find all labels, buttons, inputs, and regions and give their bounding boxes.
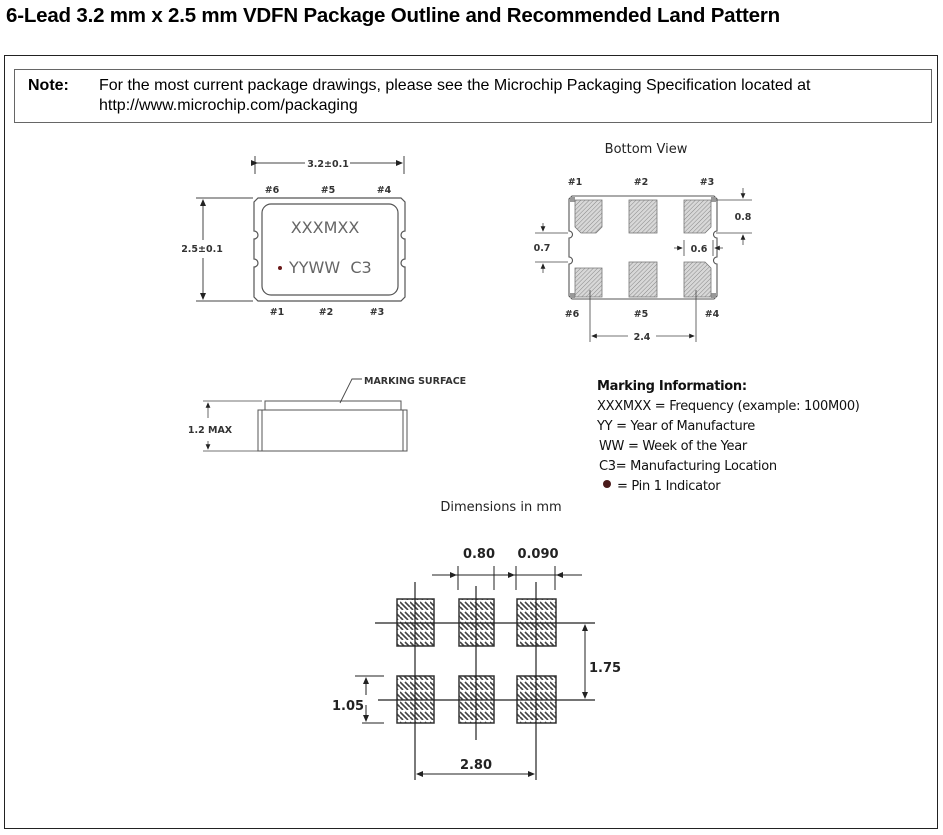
top-height-dim: 2.5±0.1: [181, 244, 223, 255]
top-pin-5: #5: [321, 185, 336, 196]
marking-line-2: YYWW C3: [288, 258, 372, 277]
marking-info-line: YY = Year of Manufacture: [597, 419, 755, 434]
pad-3: [683, 199, 712, 234]
bottom-pin-3: #3: [700, 177, 715, 188]
top-pin-6: #6: [265, 185, 280, 196]
marking-info-line: = Pin 1 Indicator: [617, 479, 721, 494]
top-view: 3.2±0.1 2.5±0.1 #6 #5 #4 #1 #2 #3 XXXMXX…: [181, 156, 406, 318]
top-pin-1: #1: [270, 307, 285, 318]
marking-info-line: C3= Manufacturing Location: [599, 459, 777, 474]
land-col-span-dim: 2.80: [460, 758, 492, 773]
bottom-pin-2: #2: [634, 177, 649, 188]
figure-frame: [4, 55, 938, 829]
note-label: Note:: [28, 77, 69, 94]
bottom-view: Bottom View #1 #2 #3 #6 #5 #4 0.8 0.7: [534, 142, 752, 343]
units-label: Dimensions in mm: [440, 500, 561, 515]
bottom-pad-height-dim: 0.8: [735, 212, 752, 223]
bottom-pad-width-dim: 0.6: [691, 244, 708, 255]
top-pin-2: #2: [319, 307, 334, 318]
land-pad-width-dim: 0.80: [463, 547, 495, 562]
note-line-1: For the most current package drawings, p…: [99, 77, 811, 94]
marking-info-line: WW = Week of the Year: [599, 439, 747, 454]
top-width-dim: 3.2±0.1: [307, 159, 349, 170]
top-pin-4: #4: [377, 185, 392, 196]
top-pin-3: #3: [370, 307, 385, 318]
marking-surface-label: MARKING SURFACE: [364, 376, 466, 387]
land-row-pitch-dim: 1.75: [589, 661, 621, 676]
marking-line-1: XXXMXX: [291, 218, 360, 237]
bottom-gap-dim: 0.7: [534, 243, 551, 254]
bottom-pitch-dim: 2.4: [634, 332, 651, 343]
marking-information: Marking Information: XXXMXX = Frequency …: [597, 377, 860, 497]
pad-2: [628, 199, 658, 234]
land-pad-height-dim: 1.05: [332, 699, 364, 714]
bottom-pin-4: #4: [705, 309, 720, 320]
note-text: For the most current package drawings, p…: [99, 76, 811, 116]
pad-6: [574, 267, 603, 298]
side-height-dim: 1.2 MAX: [188, 425, 233, 436]
note-box: Note: For the most current package drawi…: [14, 69, 932, 123]
pin1-indicator-icon: [603, 479, 611, 488]
bottom-pin-1: #1: [568, 177, 583, 188]
land-pattern: Dimensions in mm 0.80 0.090 1.75: [332, 500, 621, 780]
side-view: MARKING SURFACE 1.2 MAX: [188, 376, 466, 452]
marking-info-pin1-row: = Pin 1 Indicator: [597, 477, 860, 497]
pad-4: [683, 261, 712, 298]
note-link[interactable]: http://www.microchip.com/packaging: [99, 97, 358, 114]
bottom-pin-5: #5: [634, 309, 649, 320]
pad-5: [628, 261, 658, 298]
pin1-indicator-dot: [278, 266, 282, 270]
bottom-view-title: Bottom View: [605, 142, 688, 157]
bottom-pin-6: #6: [565, 309, 580, 320]
marking-info-line: XXXMXX = Frequency (example: 100M00): [597, 399, 860, 414]
marking-info-heading: Marking Information:: [597, 379, 747, 394]
page-title: 6-Lead 3.2 mm x 2.5 mm VDFN Package Outl…: [6, 4, 780, 27]
land-gap-dim: 0.090: [517, 547, 558, 562]
pad-1: [574, 199, 603, 234]
